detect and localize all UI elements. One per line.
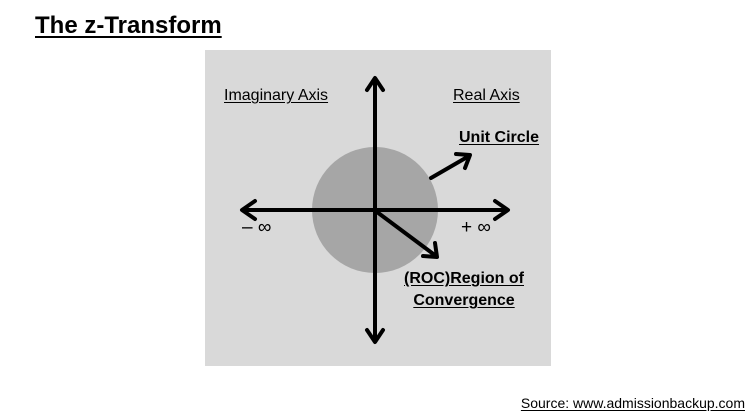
roc-label-line-2: Convergence (413, 292, 515, 309)
negative-infinity-label: – ∞ (242, 217, 272, 238)
positive-infinity-label: + ∞ (461, 217, 491, 238)
roc-pointer (375, 210, 438, 258)
unit-circle-label: Unit Circle (459, 129, 540, 146)
imaginary-axis-arrow-up (365, 76, 385, 92)
imaginary-axis-arrow-down (365, 328, 385, 344)
imaginary-axis-label: Imaginary Axis (224, 87, 329, 104)
unit-circle-pointer-head (454, 152, 472, 170)
roc-label-line-1: (ROC)Region of (404, 270, 524, 287)
page-title: The z-Transform (35, 12, 222, 39)
real-axis-arrow-left (240, 199, 257, 221)
real-axis-arrow-right (493, 199, 510, 221)
real-axis-label: Real Axis (453, 87, 520, 104)
z-plane-drawing (205, 50, 551, 366)
roc-label: (ROC)Region of Convergence (395, 268, 533, 312)
unit-circle-pointer (429, 154, 471, 180)
roc-pointer-head (421, 241, 439, 259)
source-credit: Source: www.admissionbackup.com (520, 395, 745, 411)
z-plane-diagram: Imaginary Axis Real Axis Unit Circle – ∞… (205, 50, 551, 366)
